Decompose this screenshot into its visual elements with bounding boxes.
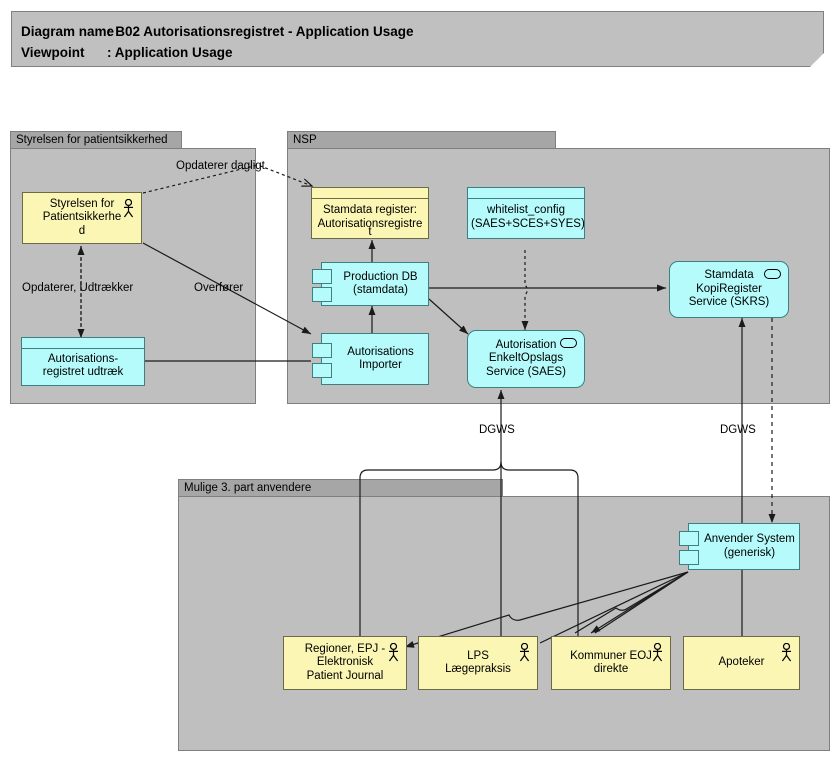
node-stamdata-register[interactable]: Stamdata register: Autorisationsregistre… — [311, 187, 429, 239]
edge-label-opdaterer-dagligt: Opdaterer dagligt — [176, 160, 265, 172]
node-label: whitelist_config (SAES+SCES+SYES) — [471, 204, 585, 230]
diagram-title-banner: Diagram name: B02 Autorisationsregistret… — [11, 11, 824, 67]
node-label: Kommuner EOJ direkte — [570, 649, 652, 676]
interface-oval-icon — [560, 338, 577, 348]
actor-icon — [519, 643, 530, 662]
node-apoteker[interactable]: Apoteker — [683, 636, 800, 690]
actor-icon — [781, 643, 792, 662]
diagram-name-value: : B02 Autorisationsregistret - Applicati… — [107, 24, 414, 39]
node-skrs[interactable]: Stamdata KopiRegister Service (SKRS) — [669, 261, 789, 318]
actor-icon — [123, 199, 134, 218]
edge-label-dgws-right: DGWS — [720, 424, 756, 436]
node-label: LPS Lægepraksis — [445, 649, 511, 676]
node-label: Stamdata KopiRegister Service (SKRS) — [688, 269, 770, 309]
node-label: Anvender System (generisk) — [704, 533, 795, 559]
node-anvender-system[interactable]: Anvender System (generisk) — [679, 523, 800, 570]
component-tab-icon — [679, 550, 699, 565]
node-label: Apoteker — [718, 656, 765, 669]
node-whitelist-config[interactable]: whitelist_config (SAES+SCES+SYES) — [467, 187, 585, 239]
component-tab-icon — [312, 343, 332, 358]
viewpoint-line: Viewpoint : Application Usage — [21, 46, 233, 60]
node-label: Autorisations- registret udtræk — [42, 352, 124, 379]
interface-oval-icon — [764, 269, 781, 279]
node-label: Production DB (stamdata) — [343, 270, 418, 297]
data-object-strip — [312, 188, 428, 199]
component-tab-icon — [312, 363, 332, 378]
group-label-styrelsen: Styrelsen for patientsikkerhed — [10, 131, 182, 149]
group-label-tredjepart: Mulige 3. part anvendere — [178, 479, 503, 497]
diagram-name-label: Diagram name — [21, 24, 115, 39]
component-tab-icon — [312, 287, 332, 302]
actor-icon — [652, 643, 663, 662]
node-kommuner-eoj[interactable]: Kommuner EOJ direkte — [551, 636, 671, 690]
viewpoint-value: : Application Usage — [107, 45, 233, 60]
edge-label-dgws-left: DGWS — [479, 424, 515, 436]
diagram-name-line: Diagram name: B02 Autorisationsregistret… — [21, 25, 414, 39]
node-autorisationsregistret-udtraek[interactable]: Autorisations- registret udtræk — [21, 337, 145, 386]
component-tab-icon — [679, 531, 699, 546]
node-label: Autorisations Importer — [347, 345, 414, 372]
banner-corner-fold — [810, 53, 824, 67]
node-label: Stamdata register: Autorisationsregistre — [317, 204, 423, 230]
component-tab-icon — [312, 269, 332, 284]
viewpoint-label: Viewpoint — [21, 45, 85, 60]
edge-label-opdaterer-udtraekker: Opdaterer, Udtrækker — [22, 282, 134, 294]
node-saes[interactable]: Autorisation EnkeltOpslags Service (SAES… — [467, 330, 585, 388]
node-regioner-epj[interactable]: Regioner, EPJ - Elektronisk Patient Jour… — [283, 636, 407, 690]
actor-icon — [388, 643, 399, 662]
data-object-strip — [468, 188, 584, 199]
node-label: Regioner, EPJ - Elektronisk Patient Jour… — [304, 642, 386, 682]
node-label-overflow: t — [368, 226, 372, 238]
node-label: Autorisation EnkeltOpslags Service (SAES… — [486, 338, 566, 378]
edge-label-overfoerer: Overfører — [194, 282, 244, 294]
node-label: Styrelsen for Patientsikkerhe d — [42, 197, 122, 237]
group-label-nsp: NSP — [287, 131, 556, 149]
node-lps[interactable]: LPS Lægepraksis — [418, 636, 538, 690]
node-styrelsen-for-patientsikkerhed[interactable]: Styrelsen for Patientsikkerhe d — [22, 192, 142, 244]
data-object-strip — [22, 338, 144, 349]
group-mulige-3-part-anvendere: Mulige 3. part anvendere — [178, 479, 830, 751]
node-autorisations-importer[interactable]: Autorisations Importer — [312, 333, 429, 385]
node-production-db[interactable]: Production DB (stamdata) — [312, 262, 429, 306]
